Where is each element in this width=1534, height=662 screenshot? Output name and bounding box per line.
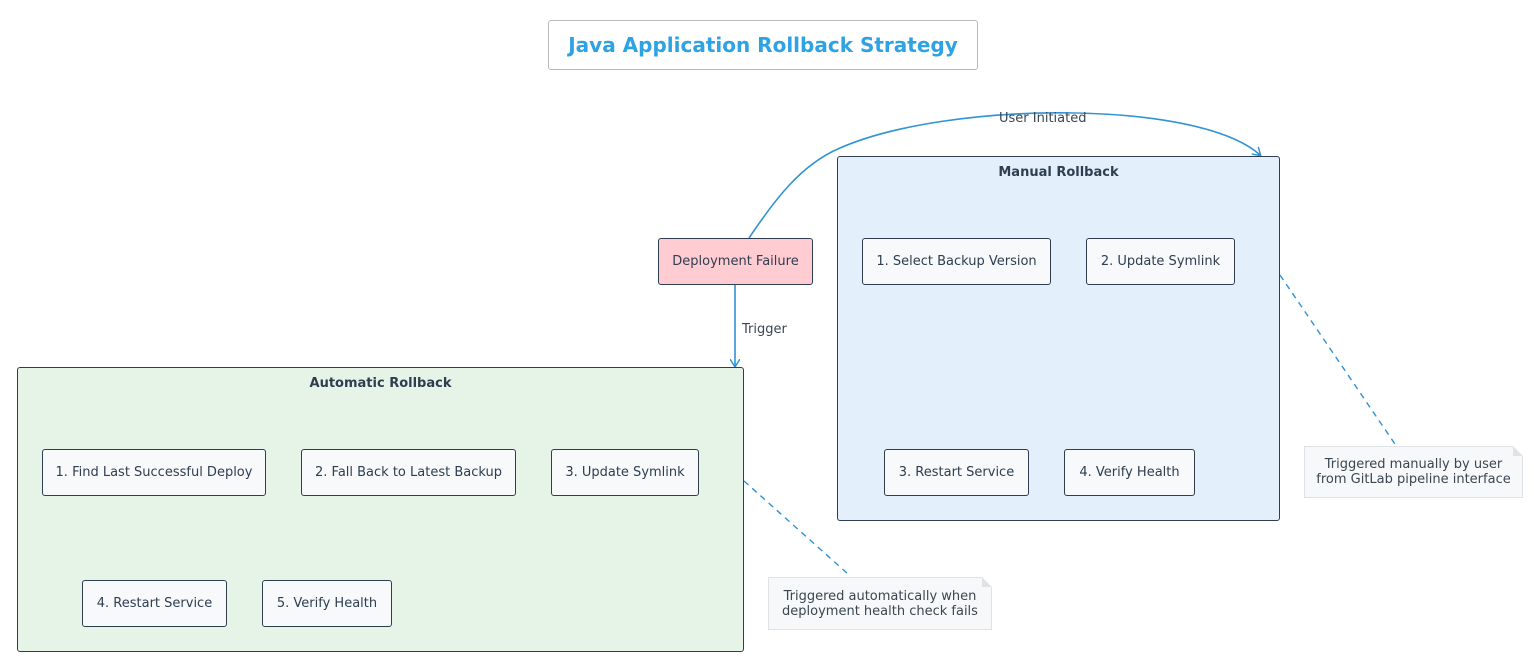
note-fold-corner <box>982 577 992 587</box>
manual-step-select-backup: 1. Select Backup Version <box>862 238 1051 285</box>
auto-step-label: 3. Update Symlink <box>565 465 685 480</box>
auto-step-find-last-deploy: 1. Find Last Successful Deploy <box>42 449 266 496</box>
automatic-rollback-note: Triggered automatically when deployment … <box>768 577 992 630</box>
manual-step-update-symlink: 2. Update Symlink <box>1086 238 1235 285</box>
manual-step-verify-health: 4. Verify Health <box>1064 449 1195 496</box>
note-link-automatic <box>743 480 849 575</box>
manual-step-label: 2. Update Symlink <box>1100 254 1221 269</box>
auto-step-verify-health: 5. Verify Health <box>262 580 392 627</box>
auto-step-update-symlink: 3. Update Symlink <box>551 449 699 496</box>
edge-label-user-initiated: User Initiated <box>999 111 1087 126</box>
manual-rollback-title: Manual Rollback <box>998 165 1119 180</box>
auto-step-restart-service: 4. Restart Service <box>82 580 227 627</box>
auto-step-fall-back-backup: 2. Fall Back to Latest Backup <box>301 449 516 496</box>
manual-step-label: 3. Restart Service <box>898 465 1015 480</box>
diagram-title-box: Java Application Rollback Strategy <box>548 20 978 70</box>
edge-label-trigger: Trigger <box>742 322 787 337</box>
manual-step-label: 1. Select Backup Version <box>876 254 1037 269</box>
edge-user-initiated <box>748 112 1260 239</box>
auto-step-label: 1. Find Last Successful Deploy <box>55 465 253 480</box>
note-fold-corner <box>1513 446 1523 456</box>
note-line: deployment health check fails <box>782 603 978 619</box>
deployment-failure-label: Deployment Failure <box>672 254 799 269</box>
note-link-manual <box>1279 274 1398 448</box>
auto-step-label: 5. Verify Health <box>276 596 378 611</box>
note-line: from GitLab pipeline interface <box>1316 472 1511 487</box>
auto-step-label: 4. Restart Service <box>96 596 213 611</box>
auto-step-label: 2. Fall Back to Latest Backup <box>315 465 502 480</box>
deployment-failure-node: Deployment Failure <box>658 238 813 285</box>
note-line: Triggered automatically when <box>783 588 977 604</box>
diagram-title: Java Application Rollback Strategy <box>568 33 958 57</box>
manual-step-restart-service: 3. Restart Service <box>884 449 1029 496</box>
manual-rollback-note: Triggered manually by user from GitLab p… <box>1304 446 1523 498</box>
note-line: Triggered manually by user <box>1324 457 1503 472</box>
manual-step-label: 4. Verify Health <box>1079 465 1180 480</box>
automatic-rollback-title: Automatic Rollback <box>309 376 452 391</box>
